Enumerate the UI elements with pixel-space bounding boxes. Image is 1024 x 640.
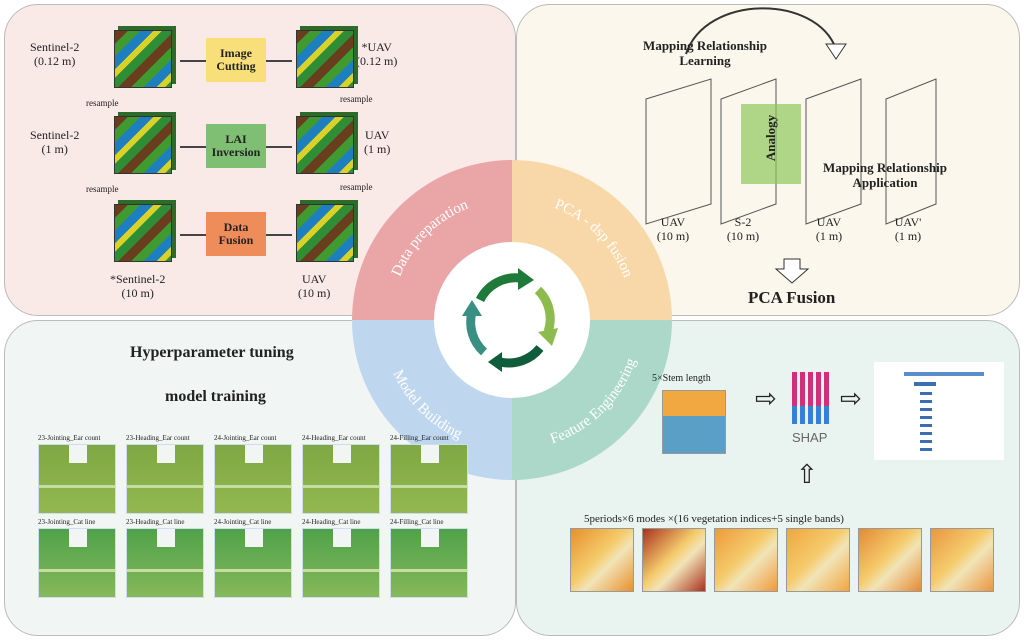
grid-label: UAV'(1 m) [894,215,922,243]
field-map-caption: 23-Heading_Ear count [126,434,190,442]
shap-logo-icon [792,372,832,406]
hyperparameter-tuning-label: Hyperparameter tuning [130,344,294,361]
field-map-caption: 23-Jointing_Ear count [38,434,101,442]
mapping-application-label: Mapping Relationship Application [823,160,947,190]
field-map-caption: 24-Filling_Ear count [390,434,449,442]
cycle-arrows-icon [462,268,558,372]
grid-label: UAV(10 m) [656,215,690,243]
s2-10-label: *Sentinel-2 (10 m) [110,272,166,300]
feature-cube [858,528,922,592]
field-map-caption: 24-Filling_Cat line [390,518,444,526]
shap-label: SHAP [792,430,828,445]
mapping-grids-diagram [645,7,937,284]
shap-logo-icon [792,406,832,424]
analogy-label: Analogy [763,114,779,162]
formula-label: 5periods×6 modes ×(16 vegetation indices… [584,513,844,525]
s2-1-cube [114,116,172,174]
resample-label: resample [340,94,373,104]
arrow-up-icon: ⇧ [796,460,818,489]
data-fusion-box: Data Fusion [206,212,266,256]
field-prediction-map [126,528,204,598]
field-map-caption: 24-Jointing_Ear count [214,434,277,442]
image-cutting-box: Image Cutting [206,38,266,82]
resample-label: resample [86,184,119,194]
lai-inversion-box: LAI Inversion [206,124,266,168]
mapping-learning-label: Mapping Relationship Learning [643,38,767,68]
field-prediction-map [390,444,468,514]
field-prediction-map [38,528,116,598]
field-prediction-map [214,444,292,514]
uav-012-cube [296,30,354,88]
field-map-caption: 23-Heading_Cat line [126,518,185,526]
field-prediction-map [214,528,292,598]
arrow-right-icon: ⇨ [755,384,777,413]
stem-length-label: 5×Stem length [652,373,711,384]
s2-1-label: Sentinel-2 (1 m) [30,128,80,156]
stem-length-cube [662,390,726,454]
field-map-caption: 24-Jointing_Cat line [214,518,272,526]
uav-012-label: *UAV (0.12 m) [356,40,398,68]
model-training-label: model training [165,388,266,405]
shap-summary-plot [874,362,1004,460]
field-map-caption: 24-Heading_Ear count [302,434,366,442]
feature-cube [930,528,994,592]
feature-cube [570,528,634,592]
uav-1-cube [296,116,354,174]
field-prediction-map [390,528,468,598]
feature-cube [786,528,850,592]
field-map-caption: 23-Jointing_Cat line [38,518,96,526]
resample-label: resample [340,182,373,192]
resample-label: resample [86,98,119,108]
uav-1-label: UAV (1 m) [364,128,391,156]
s2-012-label: Sentinel-2 (0.12 m) [30,40,80,68]
field-map-caption: 24-Heading_Cat line [302,518,361,526]
feature-cube [642,528,706,592]
field-prediction-map [302,528,380,598]
feature-cube [714,528,778,592]
field-prediction-map [126,444,204,514]
grid-label: UAV(1 m) [815,215,843,243]
s2-012-cube [114,30,172,88]
arrow-right-icon: ⇨ [840,384,862,413]
field-prediction-map [302,444,380,514]
uav-10-label: UAV (10 m) [298,272,331,300]
s2-10-cube [114,204,172,262]
field-prediction-map [38,444,116,514]
uav-10-cube [296,204,354,262]
grid-label: S-2(10 m) [726,215,760,243]
pca-fusion-label: PCA Fusion [748,288,836,307]
workflow-ring: Data preparation PCA - dsp fusion Model … [352,160,672,480]
